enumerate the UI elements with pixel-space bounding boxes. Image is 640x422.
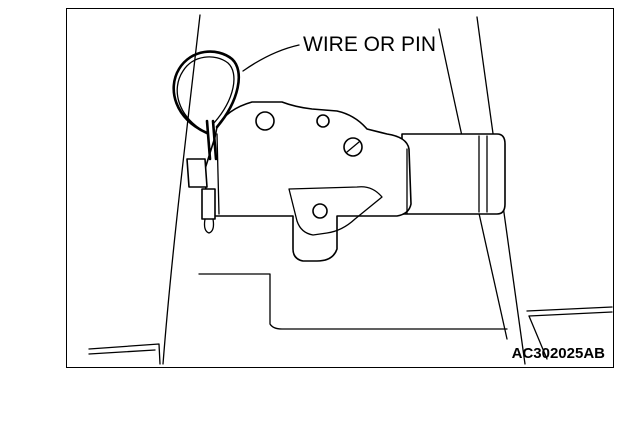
tensioner-drawing xyxy=(88,14,613,365)
mounting-hole-upper-right xyxy=(316,114,330,128)
wire-or-pin-ring xyxy=(172,50,240,161)
callout-wire-or-pin: WIRE OR PIN xyxy=(303,33,437,56)
figure-code: AC302025AB xyxy=(511,345,605,362)
mounting-hole-upper-left xyxy=(255,111,275,131)
tensioner-rod-end xyxy=(186,158,216,234)
tensioner-body xyxy=(204,101,412,262)
tensioner-cylinder xyxy=(401,133,506,215)
diagram-figure: WIRE OR PIN AC302025AB xyxy=(66,8,614,368)
callout-leader-line xyxy=(242,44,300,72)
mounting-hole-lower xyxy=(312,203,328,219)
